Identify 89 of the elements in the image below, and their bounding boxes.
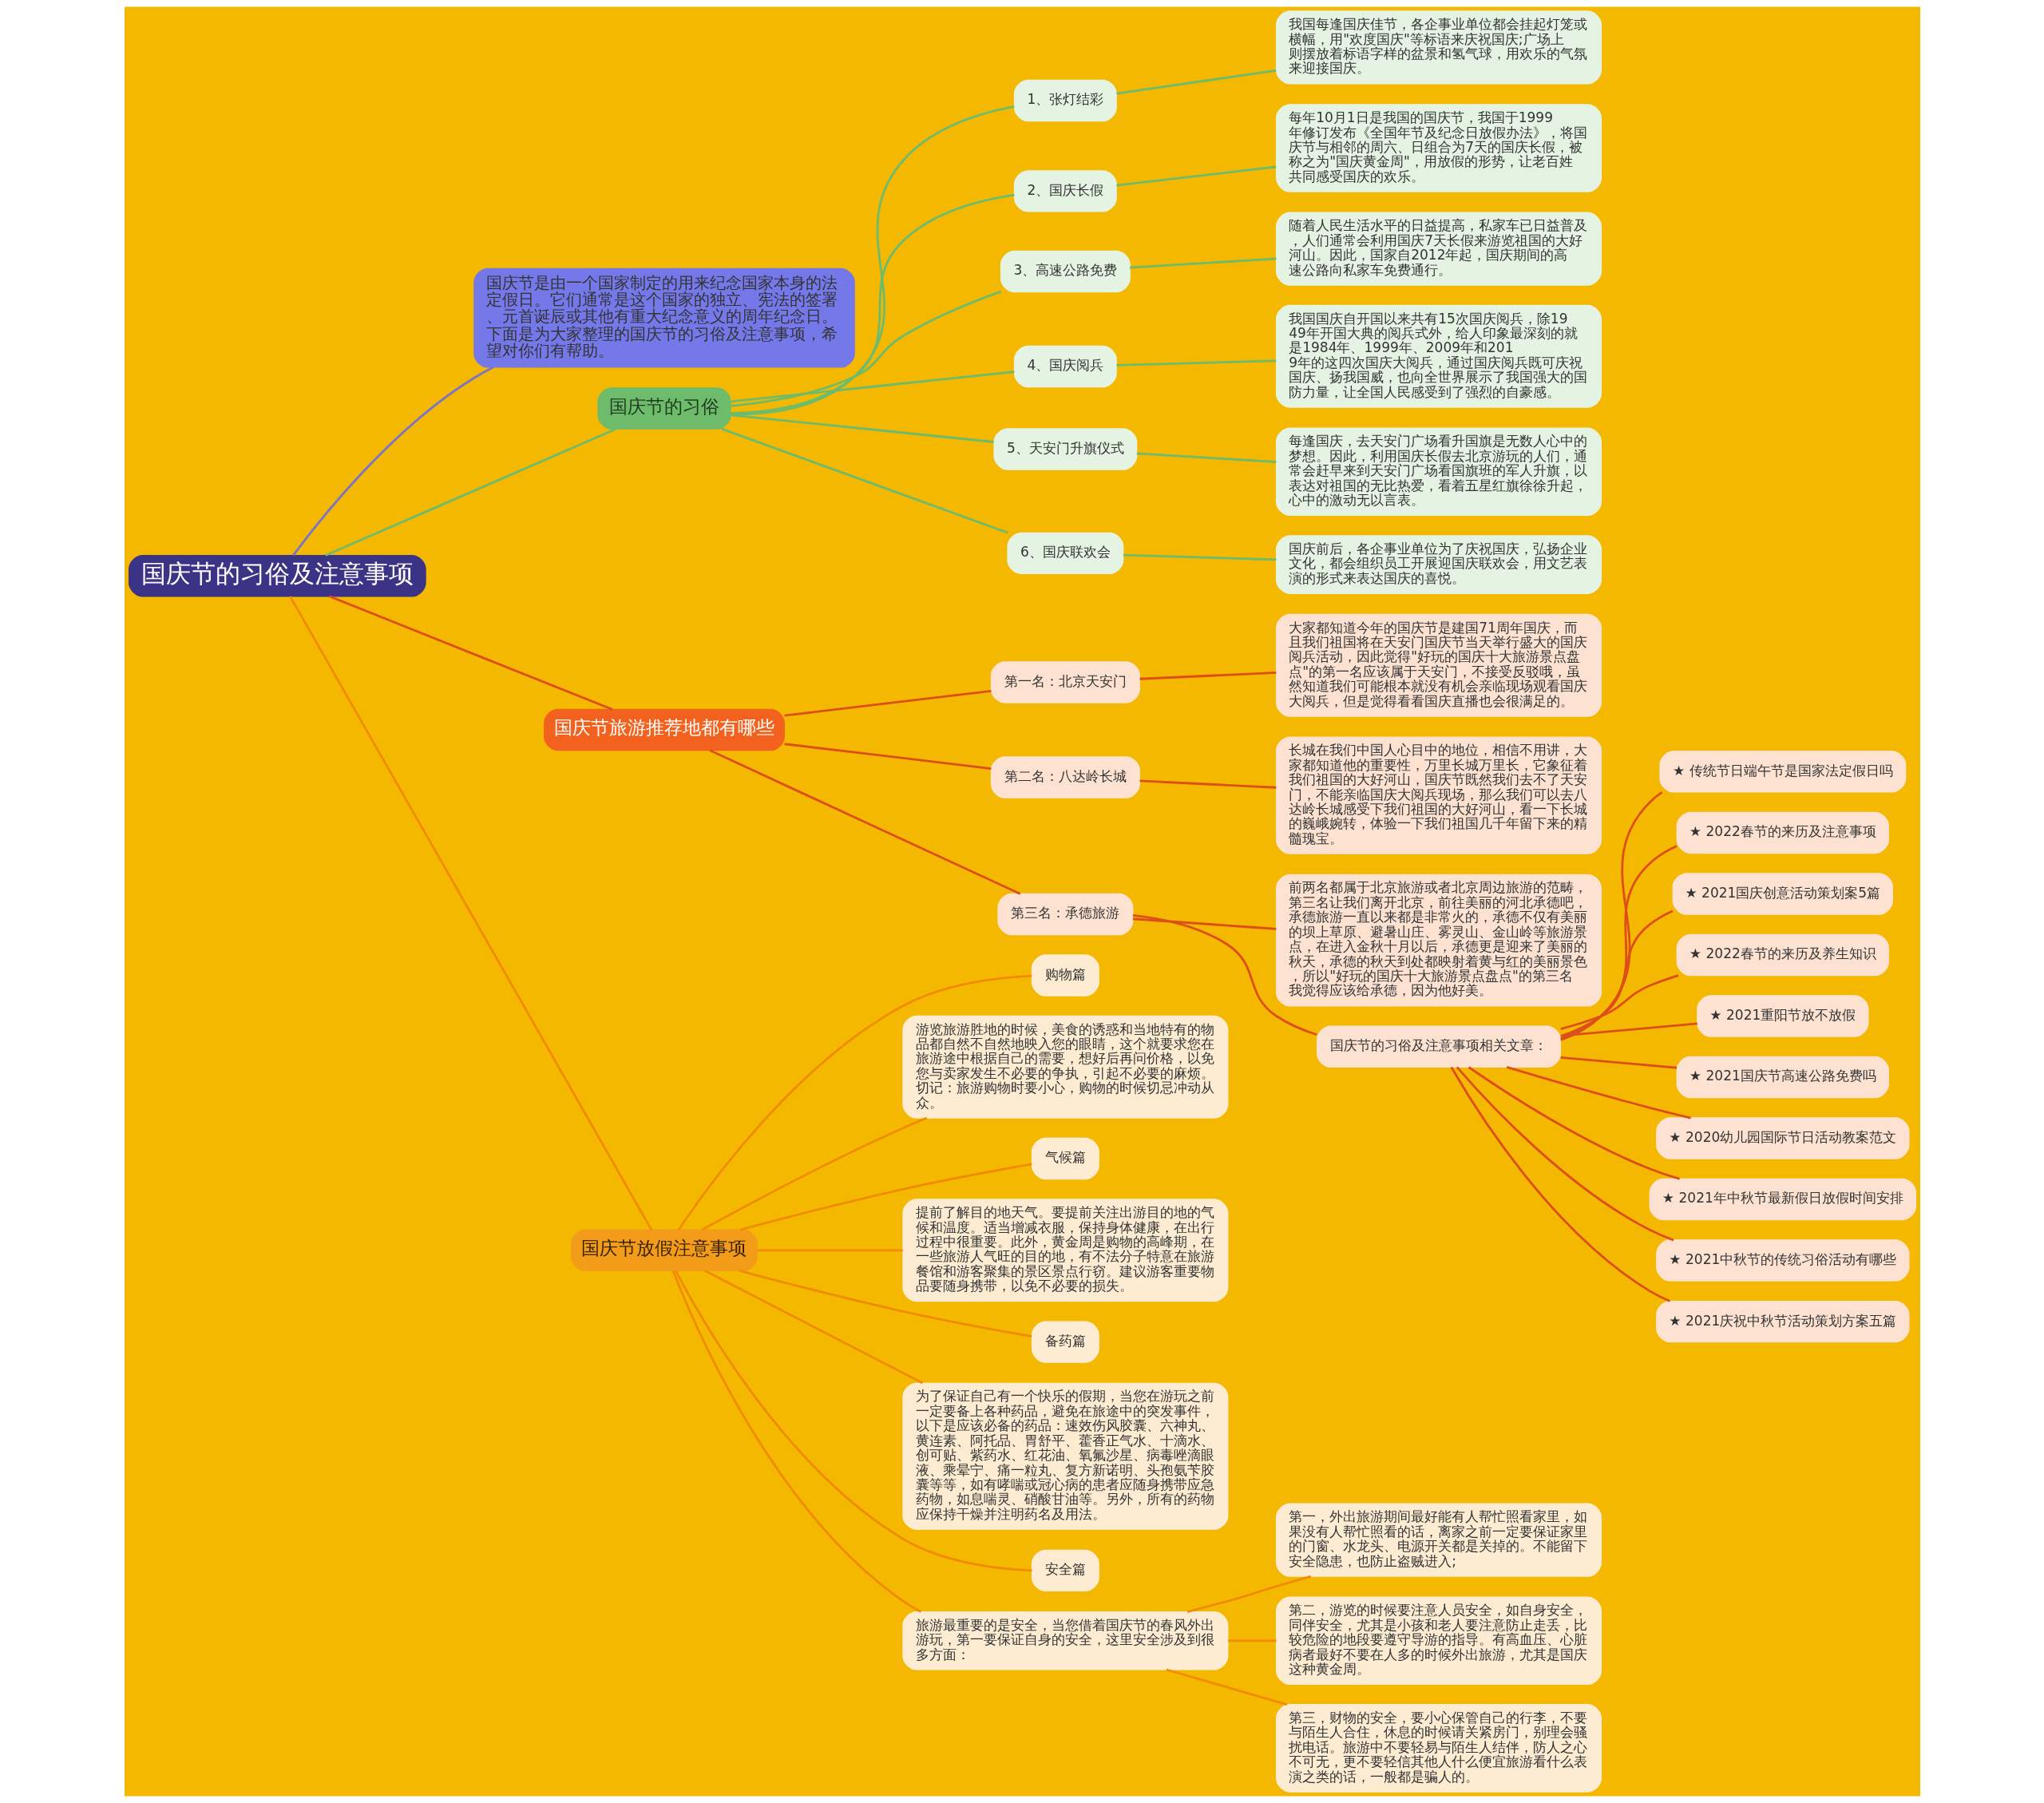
connector — [674, 1270, 1032, 1572]
node-box: 第一名：北京天安门 — [990, 661, 1140, 703]
connector — [783, 743, 991, 770]
node-box: ★ 2021庆祝中秋节活动策划方案五篇 — [1655, 1300, 1910, 1343]
node-box: 第三名：承德旅游 — [996, 893, 1133, 936]
node-box: ★ 2022春节的来历及注意事项 — [1676, 811, 1889, 854]
connector — [1456, 1066, 1674, 1242]
connector — [1132, 917, 1276, 930]
connector — [1115, 165, 1276, 187]
node-box: ★ 2022春节的来历及养生知识 — [1676, 933, 1889, 977]
connector — [1559, 845, 1678, 1040]
connector — [1468, 1066, 1680, 1180]
node-box: 第一，外出旅游期间最好能有人帮忙照看家里，如果没有人帮忙照看的话，离家之前一定要保证家里的门窗、水龙头、电源开关都是关掉的。不能留下安全隐患，也防止盗贼进入; — [1275, 1503, 1602, 1577]
node-box: 提前了解目的地天气。要提前关注出游目的地的气候和温度。适当增减衣服，保持身体健康，在出行过程中很重要。此外，黄金周是购物的高峰期，在一些旅游人气旺的目的地，有不法分子特意在旅游餐馆和游客聚集的景区景点行窃。建议游客重要物品要随身携带，以免不必要的损失。 — [901, 1199, 1228, 1302]
connector — [783, 689, 991, 717]
connector — [730, 371, 1014, 403]
connector — [1115, 359, 1276, 367]
node-box: 我国国庆自开国以来共有15次国庆阅兵，除1949年开国大典的阅兵式外，给人印象最深刻的就是1984年、1999年、2009年和2019年的这四次国庆大阅兵，通过国庆阅兵既可庆祝国庆、扬我国威，也向全世界展示了我国强大的国防力量，让全国人民感受到了强烈的自豪感。 — [1275, 304, 1602, 408]
connector — [1186, 1575, 1311, 1613]
connector — [1123, 553, 1276, 561]
node-box: 安全篇 — [1031, 1549, 1099, 1592]
node-box: 第三，财物的安全，要小心保管自己的行李，不要与陌生人合住，休息的时候请关紧房门，别理会骚扰电话。旅游中不要轻易与陌生人结伴，防人之心不可无，更不要轻信其他人什么便宜旅游看什么表演之类的话，一般都是骗人的。 — [1275, 1704, 1602, 1793]
connector — [1115, 69, 1276, 95]
node-box: 第二，游览的时候要注意人员安全，如自身安全，同伴安全，尤其是小孩和老人要注意防止走丢，比较危险的地段要遵守导游的指导。有高血压、心脏病者最好不要在人多的时候外出旅游，尤其是国庆这种黄金周。 — [1275, 1596, 1602, 1685]
connector — [1506, 1066, 1691, 1119]
connector — [730, 193, 1015, 414]
node-box: 每年10月1日是我国的国庆节，我国于1999年修订发布《全国年节及纪念日放假办法》，将国庆节与相邻的周六、日组合为7天的国庆长假，被称之为"国庆黄金周"，用放假的形势，让老百姓共同感受国庆的欢乐。 — [1275, 104, 1602, 192]
node-box: 随着人民生活水平的日益提高，私家车已日益普及，人们通常会利用国庆7天长假来游览祖国的大好河山。因此，国家自2012年起，国庆期间的高速公路向私家车免费通行。 — [1275, 212, 1602, 286]
connector — [720, 427, 1008, 534]
node-box: 为了保证自己有一个快乐的假期，当您在游玩之前一定要备上各种药品，避免在旅途中的突发事件，以下是应该必备的药品：速效伤风胶囊、六神丸、黄连素、阿托品、胃舒平、藿香正气水、十滴水、创可贴、紫药水、红花油、氧氟沙星、病毒唑滴眼液、乘晕宁、痛一粒丸、复方新诺明、头孢氨苄胶囊等等，如有哮喘或冠心病的患者应随身携带应急药物，如息喘灵、硝酸甘油等。另外，所有的药物应保持干燥并注明药名及用法。 — [901, 1382, 1228, 1530]
connector — [288, 596, 652, 1230]
connector — [739, 1270, 1032, 1338]
connector — [671, 1270, 921, 1613]
connector — [701, 1116, 927, 1231]
node-box: ★ 2021国庆创意活动策划案5篇 — [1672, 873, 1893, 915]
node-box: ★ 2021中秋节的传统习俗活动有哪些 — [1655, 1239, 1910, 1282]
connector — [1227, 1639, 1276, 1643]
node-box: 国庆节的习俗及注意事项相关文章： — [1316, 1025, 1561, 1068]
connector — [1129, 257, 1277, 269]
connector — [1136, 452, 1276, 463]
node-box: 4、国庆阅兵 — [1013, 345, 1117, 388]
node-box: ★ 2020幼儿园国际节日活动教案范文 — [1655, 1117, 1910, 1159]
node-box: 2、国庆长假 — [1013, 170, 1117, 212]
node-box: 每逢国庆，去天安门广场看升国旗是无数人心中的梦想。因此，利用国庆长假去北京游玩的人们，通常会赶早来到天安门广场看国旗班的军人升旗，以表达对祖国的无比热爱，看着五星红旗徐徐升起，心中的激动无以言表。 — [1275, 427, 1602, 517]
node-box: ★ 2021重阳节放不放假 — [1696, 995, 1868, 1037]
node-box: 游览旅游胜地的时候，美食的诱惑和当地特有的物品都自然不自然地映入您的眼睛，这个就要求您在旅游途中根据自己的需要，想好后再问价格，以免您与卖家发生不必要的争执，引起不必要的麻烦。切记：旅游购物时要小心，购物的时候切忌冲动从众。 — [901, 1015, 1228, 1119]
connector — [324, 427, 616, 557]
node-box: 3、高速公路免费 — [1000, 250, 1131, 293]
node-box: 气候篇 — [1031, 1137, 1099, 1180]
connector — [1559, 791, 1662, 1041]
connector — [1139, 672, 1276, 680]
node-box: 国庆节旅游推荐地都有哪些 — [543, 708, 785, 751]
node-box: 第二名：八达岭长城 — [990, 756, 1140, 798]
node-box: 大家都知道今年的国庆节是建国71周年国庆，而且我们祖国将在天安门国庆节当天举行盛大的国庆阅兵活动，因此觉得"好玩的国庆十大旅游景点盘点"的第一名应该属于天安门，不接受反驳哦，虽然知道我们可能根本就没有机会亲临现场观看国庆大阅兵，但是觉得看看国庆直播也会很满足的。 — [1275, 613, 1602, 717]
node-box: 国庆节的习俗 — [596, 387, 731, 430]
connector — [1139, 779, 1276, 789]
node-box: 国庆节的习俗及注意事项 — [128, 555, 426, 597]
node-box: 国庆节放假注意事项 — [570, 1229, 758, 1272]
connector — [1559, 974, 1678, 1030]
node-box: 国庆前后，各企事业单位为了庆祝国庆，弘扬企业文化，都会组织员工开展迎国庆联欢会，用文艺表演的形式来表达国庆的喜悦。 — [1275, 535, 1602, 594]
node-box: ★ 2021国庆节高速公路免费吗 — [1676, 1056, 1889, 1099]
connector — [1449, 1066, 1670, 1302]
node-box: 前两名都属于北京旅游或者北京周边旅游的范畴，第三名让我们离开北京，前往美丽的河北承德吧，承德旅游一直以来都是非常火的，承德不仅有美丽的坝上草原、避暑山庄、雾灵山、金山岭等旅游景点，在进入金秋十月以后，承德更是迎来了美丽的秋天，承德的秋天到处都映射着黄与红的美丽景色，所以"好玩的国庆十大旅游景点盘点"的第三名我觉得应该给承德，因为他好美。 — [1275, 874, 1602, 1007]
node-box: 购物篇 — [1031, 954, 1099, 997]
node-box: 备药篇 — [1031, 1321, 1099, 1363]
node-box: 我国每逢国庆佳节，各企事业单位都会挂起灯笼或横幅，用"欢度国庆"等标语来庆祝国庆;广场上则摆放着标语字样的盆景和氢气球，用欢乐的气氛来迎接国庆。 — [1275, 10, 1602, 85]
connector — [1559, 909, 1674, 1038]
node-box: 5、天安门升旗仪式 — [992, 428, 1137, 470]
connector — [1560, 1056, 1677, 1069]
node-box: 国庆节是由一个国家制定的用来纪念国家本身的法定假日。它们通常是这个国家的独立、宪法的签署、元首诞辰或其他有重大纪念意义的周年纪念日。下面是为大家整理的国庆节的习俗及注意事项，希望对你们有帮助。 — [473, 267, 855, 368]
connector — [730, 105, 1014, 416]
connector — [757, 1249, 903, 1252]
connector — [730, 290, 1001, 407]
connector — [328, 595, 612, 711]
node-box: 长城在我们中国人心目中的地位，相信不用讲，大家都知道他的重要性，万里长城万里长，它象征着我们祖国的大好河山，国庆节既然我们去不了天安门，不能亲临国庆大阅兵现场，那么我们可以去八达岭长城感受下我们祖国的大好河山，看一下长城的巍峨婉转，体验一下我们祖国几千年留下来的精髓瑰宝。 — [1275, 736, 1602, 854]
node-box: 旅游最重要的是安全，当您借着国庆节的春风外出游玩，第一要保证自身的安全，这里安全涉及到很多方面： — [901, 1611, 1228, 1670]
connector — [677, 974, 1032, 1230]
connector — [1166, 1668, 1287, 1706]
connector — [708, 749, 1020, 895]
connector — [730, 414, 994, 443]
connector — [1560, 1022, 1697, 1037]
node-box: ★ 2021年中秋节最新假日放假时间安排 — [1649, 1178, 1916, 1221]
node-box: 1、张灯结彩 — [1013, 79, 1117, 122]
connector — [703, 1270, 923, 1385]
connector — [1132, 913, 1317, 1036]
connector — [739, 1163, 1032, 1231]
node-box: ★ 传统节日端午节是国家法定假日吗 — [1658, 751, 1906, 793]
node-box: 6、国庆联欢会 — [1006, 532, 1123, 575]
connector — [291, 366, 494, 557]
